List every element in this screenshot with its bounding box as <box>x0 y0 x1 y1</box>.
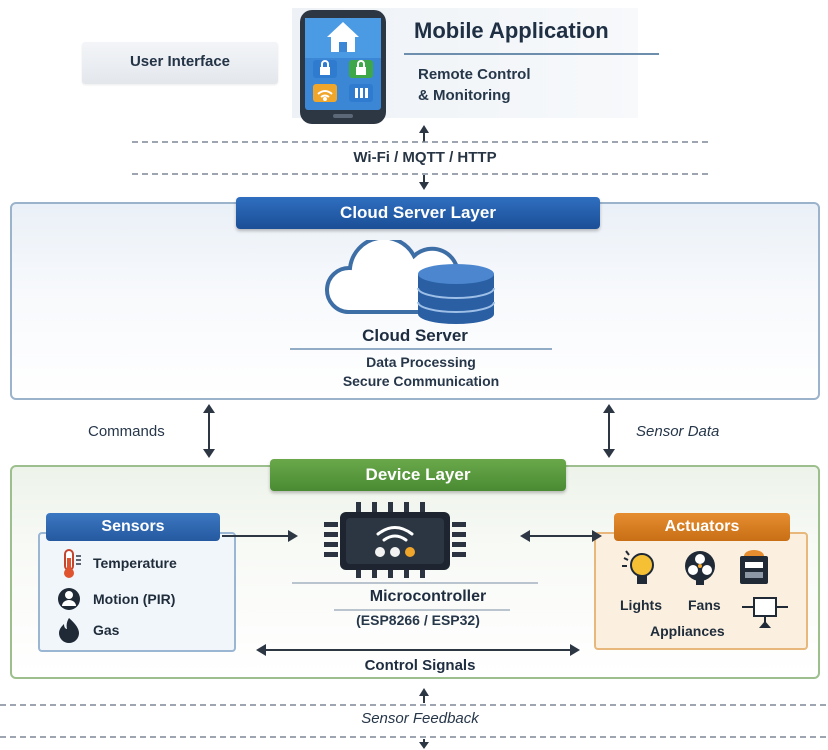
cloud-icon <box>325 240 495 324</box>
mcu-divider <box>292 582 538 584</box>
control-signals-arrow <box>256 644 580 656</box>
actuator-icons <box>622 550 788 628</box>
microcontroller-label: Microcontroller <box>369 588 487 605</box>
cloud-server-label: Cloud Server <box>362 326 468 345</box>
layer-arrows <box>203 404 615 458</box>
up-arrow-head <box>419 125 429 133</box>
sensor-data-label: Sensor Data <box>636 423 720 440</box>
fan-icon <box>685 551 715 585</box>
sensor-icons <box>58 549 81 643</box>
cloud-desc-line1: Data Processing <box>366 354 476 370</box>
user-interface-label: User Interface <box>82 42 278 84</box>
mobile-app-desc-line2: & Monitoring <box>418 87 511 104</box>
microcontroller-models: (ESP8266 / ESP32) <box>356 612 480 628</box>
signal-bars-icon <box>355 88 368 98</box>
actuator-appliances-label: Appliances <box>650 623 725 639</box>
database-icon <box>417 264 495 324</box>
title-divider <box>404 53 659 55</box>
feedback-band <box>0 688 828 749</box>
mobile-app-title: Mobile Application <box>414 18 609 43</box>
chip-icon <box>324 502 466 578</box>
protocols-label: Wi-Fi / MQTT / HTTP <box>353 149 497 166</box>
person-icon <box>58 588 80 610</box>
cloud-divider <box>290 348 552 350</box>
actuators-title: Actuators <box>614 513 790 541</box>
sensor-feedback-label: Sensor Feedback <box>361 710 479 727</box>
mcu-actuators-arrow <box>520 530 602 542</box>
wifi-icon <box>376 526 414 542</box>
device-arrows <box>222 530 602 656</box>
sensor-data-arrow <box>603 404 615 458</box>
sensor-item-motion: Motion (PIR) <box>93 591 176 607</box>
bulb-icon <box>622 550 654 584</box>
commands-arrow <box>203 404 215 458</box>
sensor-item-gas: Gas <box>93 622 120 638</box>
cloud-desc-line2: Secure Communication <box>342 373 500 389</box>
wifi-icon <box>317 90 333 101</box>
actuator-lights-label: Lights <box>620 597 662 613</box>
cloud-layer-title: Cloud Server Layer <box>236 197 600 229</box>
commands-label: Commands <box>88 423 165 440</box>
thermometer-icon <box>64 549 81 578</box>
control-signals-label: Control Signals <box>364 657 476 674</box>
flame-icon <box>59 618 79 643</box>
home-icon <box>327 22 359 52</box>
lock-icon <box>320 60 330 75</box>
mcu-divider-2 <box>334 609 510 611</box>
sensors-to-mcu-arrow <box>222 530 298 542</box>
actuator-fans-label: Fans <box>688 597 721 613</box>
mobile-app-desc-line1: Remote Control <box>418 66 531 83</box>
sensor-item-temperature: Temperature <box>93 555 177 571</box>
smartphone-icon <box>300 10 386 124</box>
down-arrow-head <box>419 182 429 190</box>
sensors-title: Sensors <box>46 513 220 541</box>
switch-icon <box>742 597 788 628</box>
device-layer-title: Device Layer <box>270 459 566 491</box>
lock-icon <box>356 60 366 75</box>
protocol-band <box>132 125 712 190</box>
appliance-icon <box>740 550 768 584</box>
